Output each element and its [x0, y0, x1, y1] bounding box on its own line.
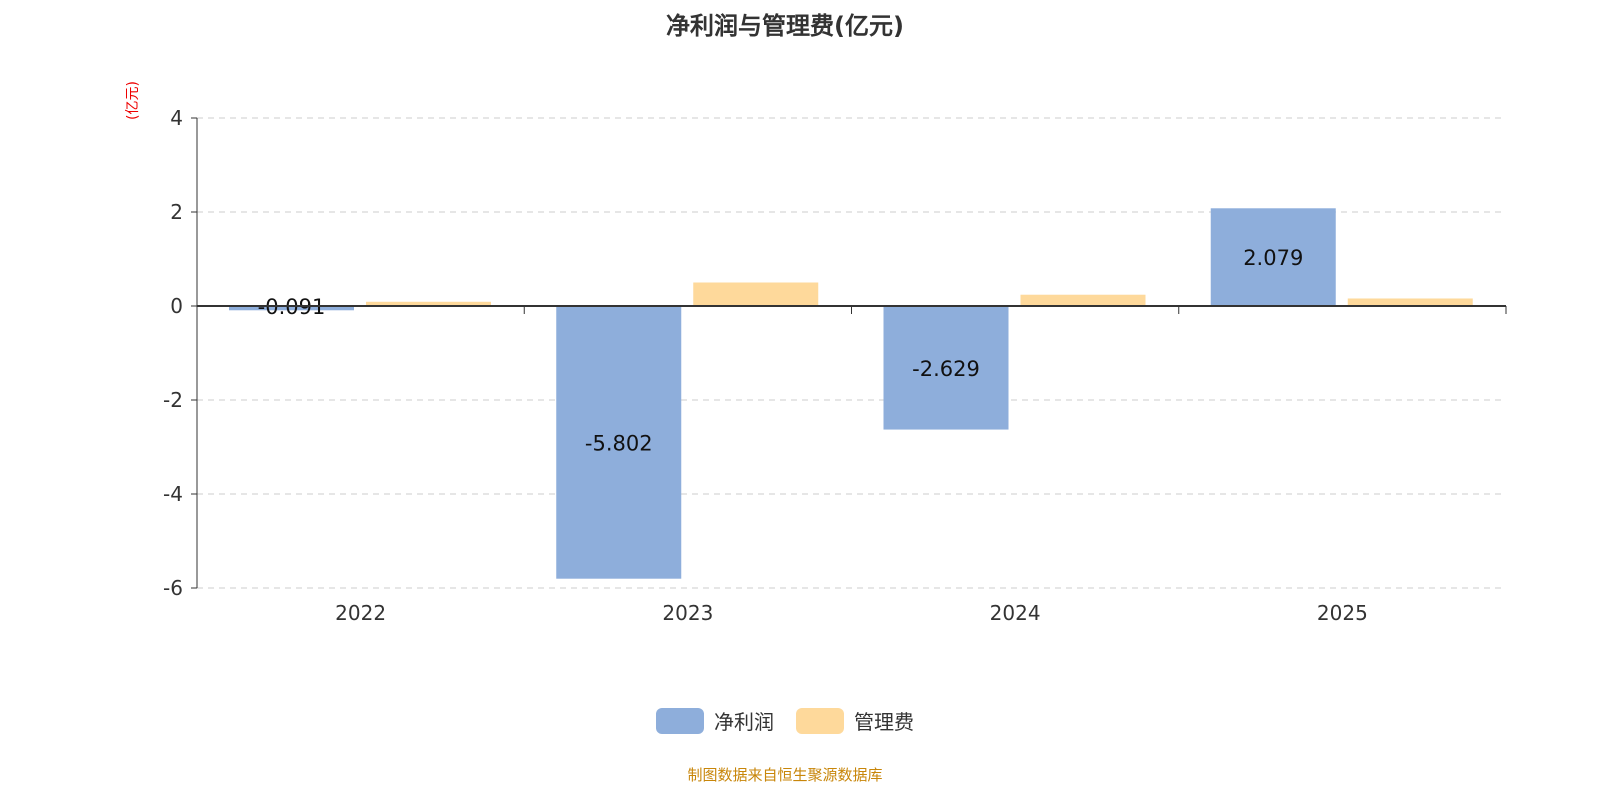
bar-management-fee: [366, 301, 491, 306]
source-note: 制图数据来自恒生聚源数据库: [687, 766, 883, 784]
data-label: -5.802: [585, 431, 653, 455]
bar-net-profit: [883, 306, 1009, 430]
bar-net-profit: [556, 306, 682, 579]
legend-swatch: [796, 707, 844, 734]
legend-label: 管理费: [854, 710, 914, 734]
bar-management-fee: [1347, 298, 1473, 306]
legend-swatch: [656, 707, 704, 734]
y-tick-label: -2: [163, 388, 183, 412]
y-tick-label: -6: [163, 576, 183, 600]
bar-management-fee: [693, 282, 819, 306]
x-tick-label: 2024: [990, 601, 1041, 625]
data-label: -2.629: [912, 357, 980, 381]
bar-management-fee: [1020, 294, 1146, 306]
x-tick-label: 2022: [335, 601, 386, 625]
x-tick-label: 2023: [662, 601, 713, 625]
bar-net-profit: [1210, 208, 1336, 306]
y-tick-label: 0: [170, 294, 183, 318]
data-label: 2.079: [1243, 246, 1303, 270]
legend-item-management-fee[interactable]: 管理费: [796, 706, 914, 735]
legend: 净利润 管理费: [0, 706, 1570, 735]
chart-title: 净利润与管理费(亿元): [666, 12, 904, 40]
bar-net-profit: [229, 306, 354, 311]
legend-label: 净利润: [714, 710, 774, 734]
y-tick-label: 4: [170, 106, 183, 130]
x-tick-label: 2025: [1317, 601, 1368, 625]
legend-item-net-profit[interactable]: 净利润: [656, 706, 774, 735]
y-tick-label: 2: [170, 200, 183, 224]
y-tick-label: -4: [163, 482, 183, 506]
